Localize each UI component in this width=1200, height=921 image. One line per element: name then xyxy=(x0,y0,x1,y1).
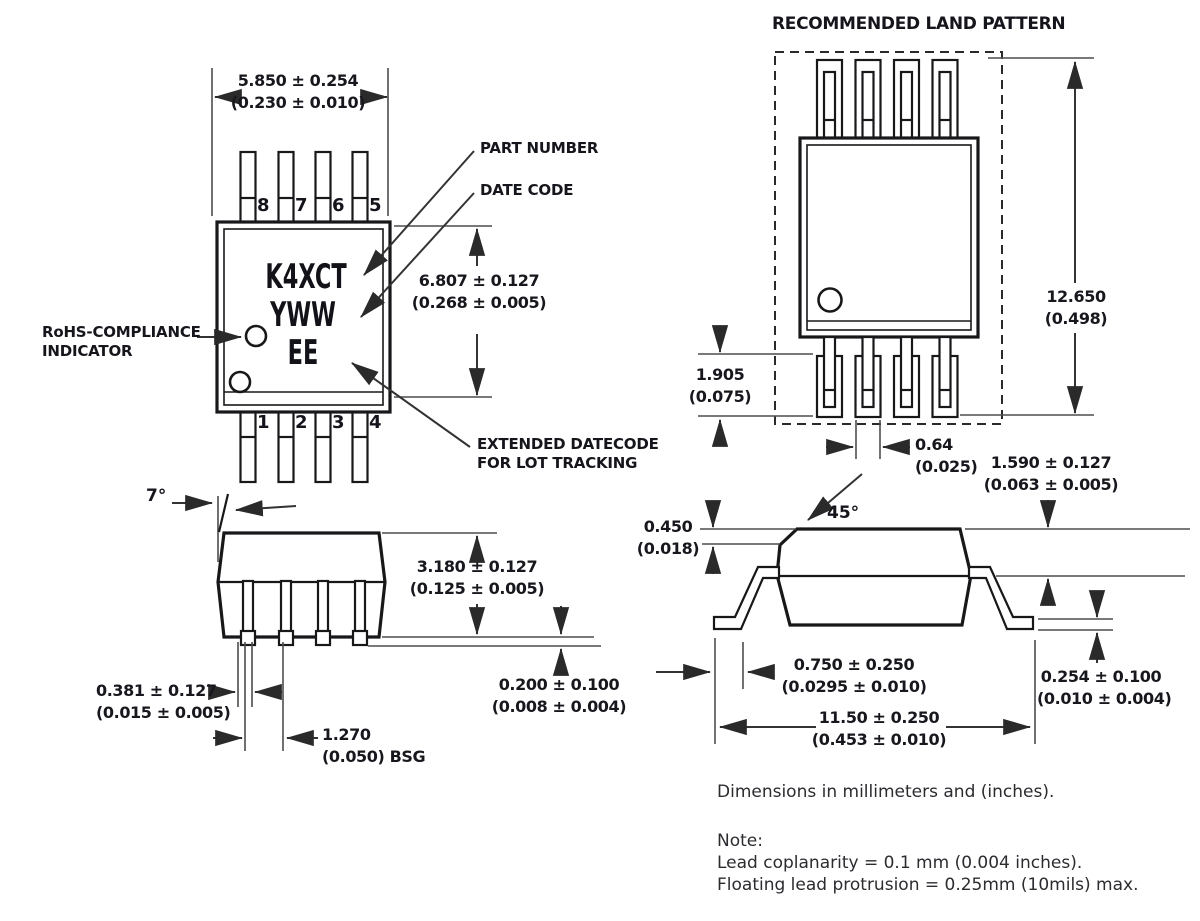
dim-pad-length: 1.905(0.075) xyxy=(688,365,752,406)
pin-number-2: 2 xyxy=(295,412,308,433)
date-code-label: DATE CODE xyxy=(480,181,574,199)
note-label: Note: xyxy=(717,831,763,851)
side-view-left-outline xyxy=(172,493,601,751)
extended-datecode-leader xyxy=(351,362,471,448)
side-view-right-outline xyxy=(656,473,1190,744)
dim-pad-width: 0.64(0.025) xyxy=(915,435,978,476)
right-gullwing-lead xyxy=(967,565,1035,631)
top-view-outline xyxy=(197,68,492,484)
dim-chamfer-height: 0.450(0.018) xyxy=(636,517,700,558)
land-pattern-pin1-dot xyxy=(817,287,843,313)
left-gullwing-lead xyxy=(712,565,781,631)
dim-body-length: 6.807 ± 0.127(0.268 ± 0.005) xyxy=(411,271,547,312)
draft-angle-label: 7° xyxy=(146,486,167,506)
dim-land-length: 12.650(0.498) xyxy=(1044,287,1108,328)
dim-lead-height: 1.590 ± 0.127(0.063 ± 0.005) xyxy=(983,453,1119,494)
part-number-label: PART NUMBER xyxy=(480,139,599,157)
dim-lead-thickness: 0.254 ± 0.100(0.010 ± 0.004) xyxy=(1037,667,1172,708)
land-pattern-boundary xyxy=(774,51,1003,425)
pin-number-8: 8 xyxy=(257,195,270,216)
date-code-leader xyxy=(360,192,475,318)
rohs-indicator-dot xyxy=(244,324,268,348)
part-number-leader xyxy=(363,150,475,276)
land-pattern-title: RECOMMENDED LAND PATTERN xyxy=(772,14,1066,34)
pin-number-4: 4 xyxy=(369,412,382,433)
chip-marking: K4XCT YWW EE xyxy=(265,257,347,373)
chamfer-angle-label: 45° xyxy=(827,503,860,523)
units-note: Dimensions in millimeters and (inches). xyxy=(717,782,1055,802)
dim-foot-length: 0.750 ± 0.250(0.0295 ± 0.010) xyxy=(781,655,927,696)
pin-number-5: 5 xyxy=(369,195,382,216)
note-protrusion: Floating lead protrusion = 0.25mm (10mil… xyxy=(717,875,1139,895)
pin-number-7: 7 xyxy=(295,195,308,216)
pin-number-1: 1 xyxy=(257,412,270,433)
dim-body-height: 3.180 ± 0.127(0.125 ± 0.005) xyxy=(409,557,545,598)
land-pattern-outline xyxy=(698,51,1094,459)
dim-body-width: 5.850 ± 0.254(0.230 ± 0.010) xyxy=(230,71,366,112)
note-coplanarity: Lead coplanarity = 0.1 mm (0.004 inches)… xyxy=(717,853,1083,873)
dim-overall-width: 11.50 ± 0.250(0.453 ± 0.010) xyxy=(811,708,947,749)
pin-number-3: 3 xyxy=(332,412,345,433)
pin-number-6: 6 xyxy=(332,195,345,216)
pin1-indicator-dot xyxy=(228,370,252,394)
dim-standoff: 0.200 ± 0.100(0.008 ± 0.004) xyxy=(491,675,627,716)
dim-lead-width: 0.381 ± 0.127(0.015 ± 0.005) xyxy=(96,681,231,722)
dim-lead-pitch: 1.270(0.050) BSG xyxy=(322,725,426,766)
